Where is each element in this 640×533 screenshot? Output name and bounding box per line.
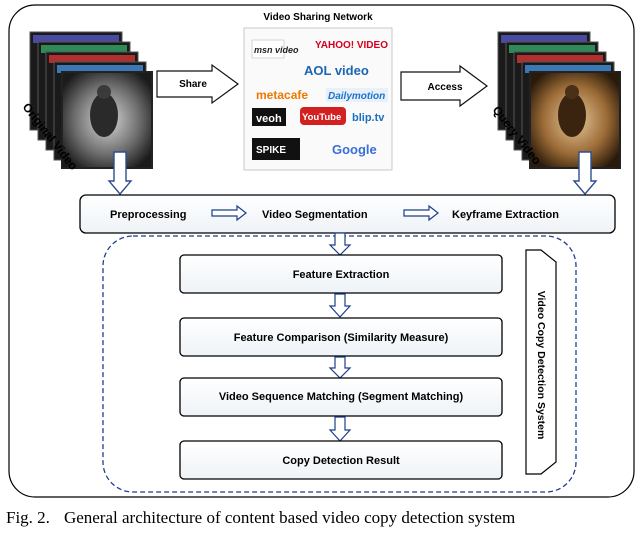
original-down-arrow: [107, 151, 133, 196]
pipeline-keyframe: Keyframe Extraction: [452, 209, 559, 221]
step-copy-detection-result: [179, 440, 503, 480]
logo-youtube: YouTube: [302, 112, 341, 123]
network-logos: msn video YAHOO! VIDEO AOL video metacaf…: [251, 39, 388, 160]
pipeline-preprocessing: Preprocessing: [110, 209, 186, 221]
network-title: Video Sharing Network: [263, 12, 373, 23]
share-label: Share: [179, 79, 207, 90]
step-arrow-1: [328, 293, 352, 318]
pipeline-box: [79, 194, 616, 234]
figure-caption: Fig. 2. General architecture of content b…: [0, 508, 640, 533]
figure-number: Fig. 2.: [6, 508, 50, 527]
logo-google: Google: [332, 142, 377, 157]
logo-metacafe: metacafe: [256, 88, 308, 102]
step-feature-comparison-label: Feature Comparison (Similarity Measure): [234, 332, 449, 344]
logo-aol: AOL video: [304, 63, 369, 78]
logo-bliptv: blip.tv: [352, 112, 385, 124]
system-label: Video Copy Detection System: [535, 291, 547, 440]
logo-veoh: veoh: [256, 113, 282, 125]
query-down-arrow: [572, 151, 598, 196]
step-arrow-3: [328, 416, 352, 442]
logo-msn: msn video: [254, 45, 299, 55]
logo-spike: SPIKE: [256, 145, 286, 156]
step-arrow-2: [328, 356, 352, 379]
step-feature-extraction: [179, 254, 503, 294]
step-feature-extraction-label: Feature Extraction: [293, 269, 390, 281]
share-arrow: [156, 63, 240, 105]
pipeline-arrow-1: [211, 204, 247, 222]
access-arrow: [400, 64, 489, 108]
pipeline-segmentation: Video Segmentation: [262, 209, 368, 221]
outer-frame: [8, 4, 635, 498]
pipeline-arrow-2: [403, 204, 439, 222]
step-sequence-matching-label: Video Sequence Matching (Segment Matchin…: [219, 391, 464, 403]
logo-yahoo: YAHOO! VIDEO: [315, 40, 388, 51]
step-sequence-matching: [179, 377, 503, 417]
original-video-stack: [29, 31, 153, 169]
system-brace: [525, 249, 557, 475]
query-video-stack: [497, 31, 621, 169]
logo-dailymotion: Dailymotion: [328, 91, 385, 102]
step-copy-detection-result-label: Copy Detection Result: [282, 455, 400, 467]
pipeline-to-feature-arrow: [328, 232, 352, 256]
figure-caption-text: General architecture of content based vi…: [63, 508, 516, 527]
access-label: Access: [427, 82, 462, 93]
step-feature-comparison: [179, 317, 503, 357]
